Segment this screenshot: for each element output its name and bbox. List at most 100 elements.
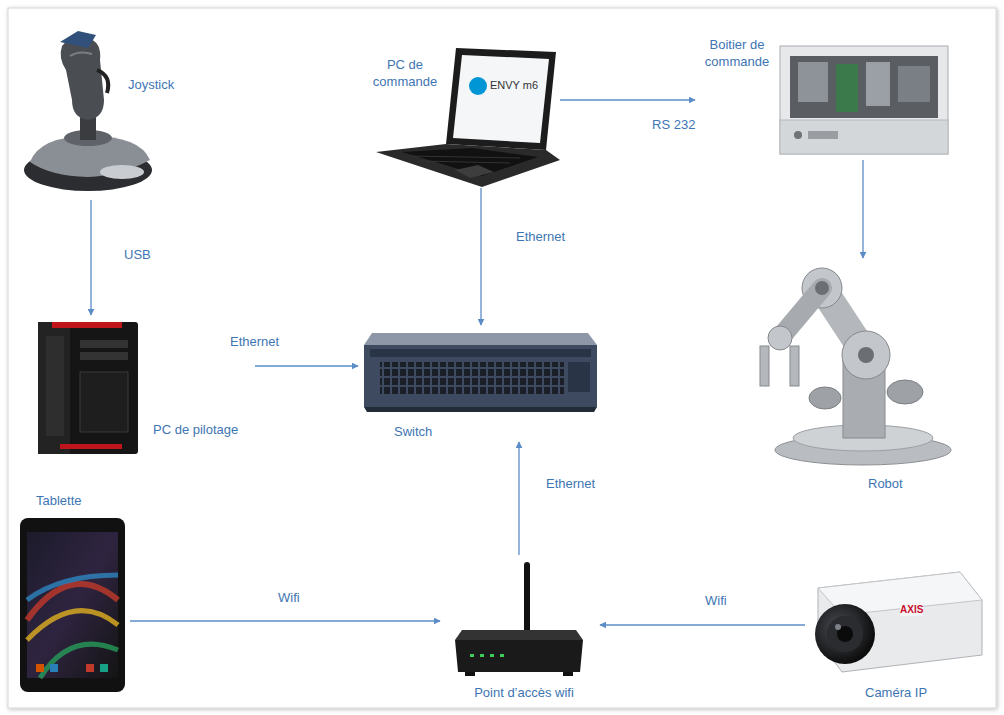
tablet-illustration-part xyxy=(100,664,108,672)
tablet-illustration-part xyxy=(36,664,44,672)
connector-arrow xyxy=(600,624,805,625)
tower-pc-illustration-part xyxy=(38,322,138,454)
connector-arrow xyxy=(255,365,358,366)
ip-camera-illustration-part xyxy=(827,616,863,652)
device-node: PC de pilotage xyxy=(32,315,255,457)
wifi-router-illustration-part xyxy=(490,654,494,657)
wifi-router-illustration-part xyxy=(455,640,583,672)
joystick-illustration-part xyxy=(60,31,96,48)
device-label: Caméra IP xyxy=(865,684,965,701)
wifi-router-illustration-part xyxy=(500,654,504,657)
tablet-illustration-part xyxy=(50,664,58,672)
device-label: PC de pilotage xyxy=(153,421,253,438)
link-label: Wifi xyxy=(276,589,302,606)
link-label: USB xyxy=(122,246,153,263)
wifi-router-illustration-part xyxy=(563,672,573,676)
device-node: Point d’accès wifi xyxy=(440,555,600,705)
laptop-illustration-part xyxy=(446,48,556,150)
link-label: Ethernet xyxy=(228,333,281,350)
device-node: Caméra IP xyxy=(805,565,990,705)
link-label: Wifi xyxy=(703,592,729,609)
robot-arm-illustration-part xyxy=(809,387,841,409)
control-box-illustration-part xyxy=(780,120,948,154)
robot-arm-illustration-part xyxy=(790,346,799,386)
network-switch-illustration-part xyxy=(364,333,597,345)
network-switch-illustration xyxy=(364,333,597,412)
robot-arm-illustration-part xyxy=(842,331,890,379)
network-switch-illustration-part xyxy=(364,345,597,407)
laptop-illustration-part xyxy=(376,144,560,187)
device-node: Switch xyxy=(358,325,602,442)
device-node: Robot xyxy=(750,258,960,494)
tablet-illustration-part xyxy=(27,611,118,640)
ip-camera-illustration-part xyxy=(835,624,841,630)
wifi-router-illustration-part xyxy=(455,630,583,640)
laptop-illustration-part xyxy=(410,156,520,158)
joystick-illustration-part xyxy=(61,37,104,120)
tower-pc-illustration xyxy=(38,322,138,454)
link-label: Ethernet xyxy=(544,475,597,492)
laptop-illustration-part xyxy=(469,77,487,95)
joystick-illustration-part xyxy=(70,52,92,56)
connector-arrow xyxy=(518,442,519,555)
tower-pc-illustration-part xyxy=(80,340,128,348)
network-switch-illustration-part xyxy=(364,407,597,412)
brand-label: AXIS xyxy=(900,604,923,616)
connector-arrow xyxy=(90,200,91,315)
control-box-illustration-part xyxy=(866,62,890,106)
tablet-illustration-part xyxy=(20,518,125,692)
network-switch-illustration-part xyxy=(370,349,591,357)
control-box-illustration-part xyxy=(780,46,948,154)
tablet-illustration xyxy=(20,518,125,692)
device-label: Boitier de commande xyxy=(697,36,777,70)
robot-arm-illustration xyxy=(760,268,951,465)
device-label: PC de commande xyxy=(368,56,442,90)
network-switch-illustration-part xyxy=(568,362,590,392)
link-label: Ethernet xyxy=(514,228,567,245)
connector-arrow xyxy=(130,620,440,621)
robot-arm-illustration-part xyxy=(815,281,829,295)
network-switch-illustration-part xyxy=(380,362,564,394)
device-node: PC de commande xyxy=(365,50,560,188)
connector-arrow xyxy=(480,188,481,325)
control-box-illustration xyxy=(780,46,948,154)
tower-pc-illustration-part xyxy=(80,372,128,432)
device-node: Boitier de commande xyxy=(695,34,953,160)
device-label: Robot xyxy=(868,475,928,492)
joystick-illustration-part xyxy=(97,70,108,93)
wifi-router-illustration xyxy=(455,562,583,676)
control-box-illustration-part xyxy=(836,64,858,112)
tower-pc-illustration-part xyxy=(46,336,64,436)
ip-camera-illustration-part xyxy=(815,604,875,664)
wifi-router-illustration-part xyxy=(524,562,530,634)
laptop-illustration-part xyxy=(420,161,510,163)
control-box-illustration-part xyxy=(808,131,838,139)
tablet-illustration-part xyxy=(27,532,118,678)
device-label: Point d’accès wifi xyxy=(454,684,594,701)
tablet-illustration-part xyxy=(40,644,118,678)
joystick-illustration xyxy=(24,31,152,191)
tower-pc-illustration-part xyxy=(52,322,122,328)
wifi-router-illustration-part xyxy=(470,654,474,657)
device-node: Tablette xyxy=(15,488,130,696)
tower-pc-illustration-part xyxy=(80,352,128,360)
robot-arm-illustration-part xyxy=(858,347,874,363)
tablet-illustration-part xyxy=(27,575,118,600)
device-node: Joystick xyxy=(15,28,195,200)
ip-camera-illustration xyxy=(815,572,982,672)
laptop-illustration-part xyxy=(453,55,549,143)
device-label: Switch xyxy=(394,423,454,440)
page-frame xyxy=(8,8,996,708)
tower-pc-illustration-part xyxy=(38,322,70,454)
brand-label: ENVY m6 xyxy=(490,79,538,92)
link-label: RS 232 xyxy=(650,116,697,133)
control-box-illustration-part xyxy=(898,66,930,102)
joystick-illustration-part xyxy=(100,165,144,179)
robot-arm-illustration-part xyxy=(768,326,792,350)
control-box-illustration-part xyxy=(794,131,802,139)
device-label: Tablette xyxy=(36,492,116,509)
laptop-illustration-part xyxy=(455,165,494,178)
